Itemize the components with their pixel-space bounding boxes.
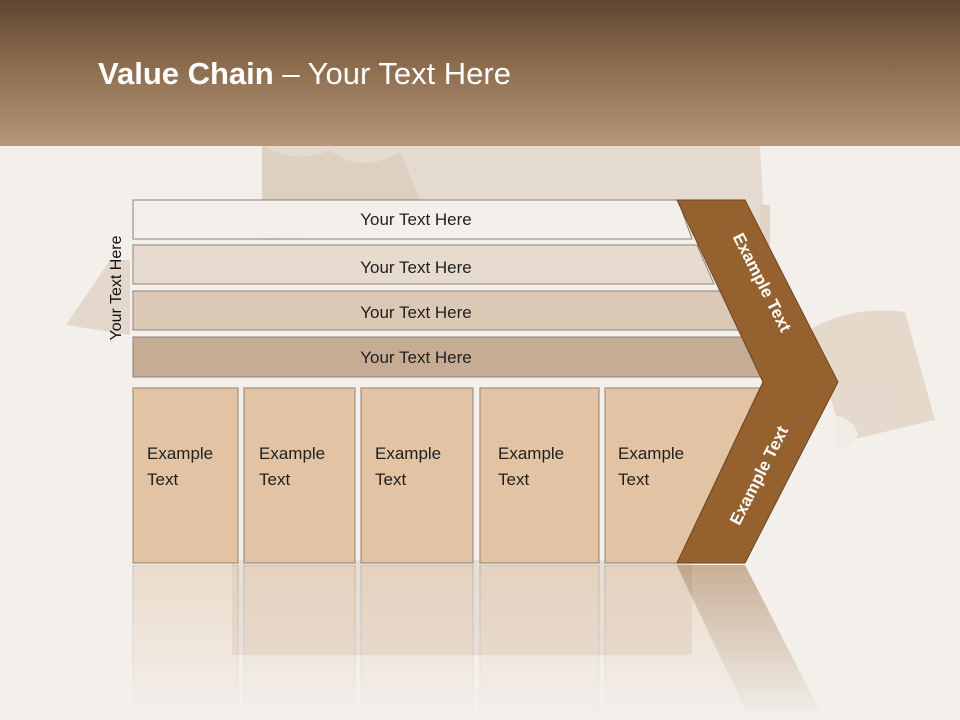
primary-box-shape: [243, 387, 356, 564]
support-bar-label: Your Text Here: [360, 258, 472, 277]
diagram-reflection: [132, 564, 825, 720]
support-bar-label: Your Text Here: [360, 348, 472, 367]
margin-chevron-shape: [676, 199, 839, 564]
primary-box-shape: [132, 387, 239, 564]
support-bar: Your Text Here: [132, 199, 693, 240]
support-bar-shape: [132, 244, 715, 285]
slide-title: Value Chain – Your Text Here: [98, 56, 511, 92]
support-bars: Your Text Here Your Text Here Your Text …: [132, 199, 764, 378]
support-bar-label: Your Text Here: [360, 210, 472, 229]
support-bar-shape: [132, 199, 693, 240]
title-banner: Value Chain – Your Text Here: [0, 0, 960, 146]
support-bar: Your Text Here: [132, 244, 715, 285]
vertical-side-label: Your Text Here: [108, 235, 125, 340]
support-bar: Your Text Here: [132, 336, 764, 378]
primary-box-shape: [479, 387, 600, 564]
primary-box-shape: [360, 387, 474, 564]
support-bar-label: Your Text Here: [360, 303, 472, 322]
support-bar: Your Text Here: [132, 290, 740, 331]
slide-title-rest: – Your Text Here: [273, 56, 511, 91]
slide-title-bold: Value Chain: [98, 56, 274, 91]
